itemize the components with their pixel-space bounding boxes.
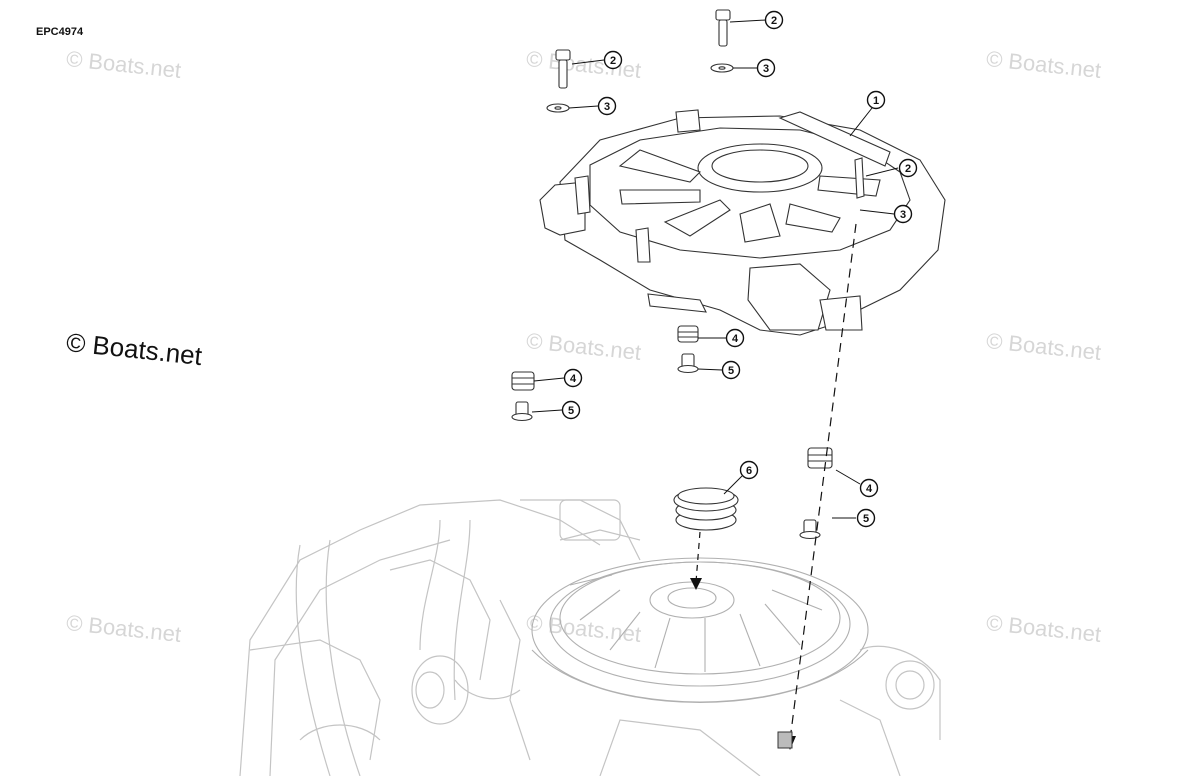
callout-2: 2 [764,10,784,30]
svg-text:4: 4 [866,483,873,495]
washer-drawing [546,63,734,113]
leader-lines [531,19,899,519]
svg-text:5: 5 [728,365,734,377]
engine-block-drawing [239,499,941,776]
callout-3: 3 [597,96,617,116]
flywheel-drawing [531,557,869,704]
svg-text:4: 4 [732,333,739,345]
svg-text:5: 5 [863,513,869,525]
callout-4: 4 [563,368,583,388]
svg-text:5: 5 [568,405,574,417]
callout-4: 4 [859,478,879,498]
svg-text:2: 2 [771,15,777,27]
sleeve-drawing [511,353,821,540]
plug-drawing [673,487,739,531]
callout-3: 3 [893,204,913,224]
callout-6: 6 [739,460,759,480]
callout-5: 5 [721,360,741,380]
grommet-drawing [511,325,833,469]
callout-4: 4 [725,328,745,348]
assembly-lines [690,223,857,750]
callout-2: 2 [898,158,918,178]
callout-5: 5 [561,400,581,420]
callout-3: 3 [756,58,776,78]
svg-text:2: 2 [610,55,616,67]
callout-2: 2 [603,50,623,70]
bolt-drawing [555,9,731,89]
svg-text:3: 3 [604,101,610,113]
flywheel-cover-drawing [539,109,946,336]
diagram-code: EPC4974 [36,26,84,38]
svg-text:3: 3 [900,209,906,221]
callout-5: 5 [856,508,876,528]
arrow-icon [690,578,702,590]
svg-text:6: 6 [746,465,752,477]
svg-text:4: 4 [570,373,577,385]
svg-text:3: 3 [763,63,769,75]
svg-text:1: 1 [873,95,879,107]
svg-text:2: 2 [905,163,911,175]
callout-1: 1 [866,90,886,110]
